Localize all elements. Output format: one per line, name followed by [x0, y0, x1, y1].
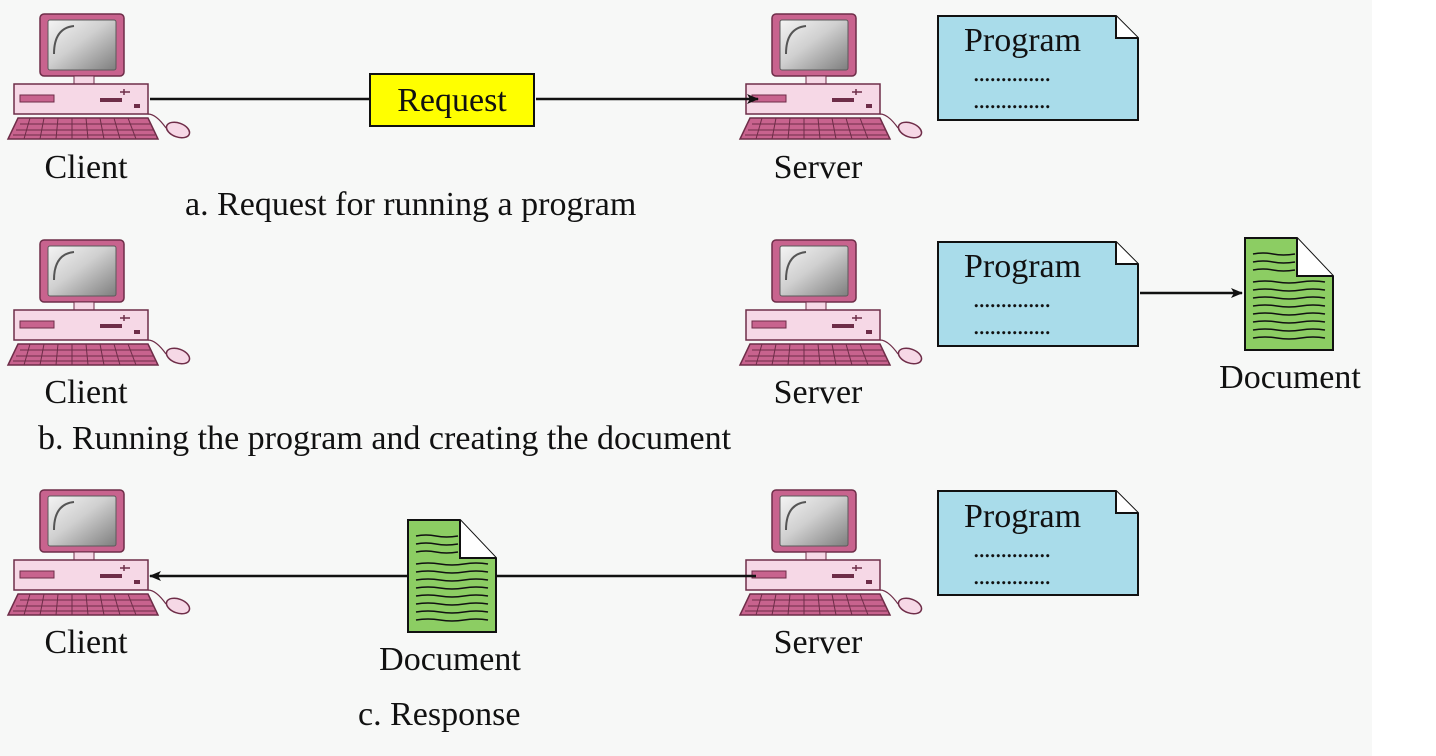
panel-c: Document Program .............. ........… — [7, 489, 1139, 733]
panel-b: Program .............. .............. Do… — [7, 237, 1361, 457]
program-line: .............. — [973, 85, 1050, 114]
document-label: Document — [379, 641, 521, 678]
program-line: .............. — [973, 311, 1050, 340]
client-server-diagram: Request Program .............. .........… — [7, 13, 1361, 733]
caption: a. Request for running a program — [185, 186, 636, 223]
server-computer-icon — [739, 489, 925, 618]
request-label: Request — [397, 82, 507, 119]
client-label: Client — [44, 374, 128, 411]
server-label: Server — [774, 374, 863, 411]
program-line: .............. — [973, 534, 1050, 563]
panel-a: Request Program .............. .........… — [7, 13, 1139, 223]
client-computer-icon — [7, 13, 193, 142]
client-label: Client — [44, 149, 128, 186]
server-computer-icon — [739, 13, 925, 142]
server-label: Server — [774, 149, 863, 186]
caption: c. Response — [358, 696, 520, 733]
program-title: Program — [964, 248, 1081, 285]
caption: b. Running the program and creating the … — [38, 420, 732, 457]
client-label: Client — [44, 624, 128, 661]
server-computer-icon — [739, 239, 925, 368]
program-line: .............. — [973, 58, 1050, 87]
document-icon — [407, 519, 497, 633]
program-line: .............. — [973, 284, 1050, 313]
program-line: .............. — [973, 561, 1050, 590]
server-label: Server — [774, 624, 863, 661]
document-icon — [1244, 237, 1334, 351]
client-computer-icon — [7, 489, 193, 618]
document-label: Document — [1219, 359, 1361, 396]
program-title: Program — [964, 498, 1081, 535]
client-computer-icon — [7, 239, 193, 368]
request-box — [369, 73, 535, 127]
program-title: Program — [964, 22, 1081, 59]
diagram-background: Request Program .............. .........… — [7, 13, 1362, 733]
